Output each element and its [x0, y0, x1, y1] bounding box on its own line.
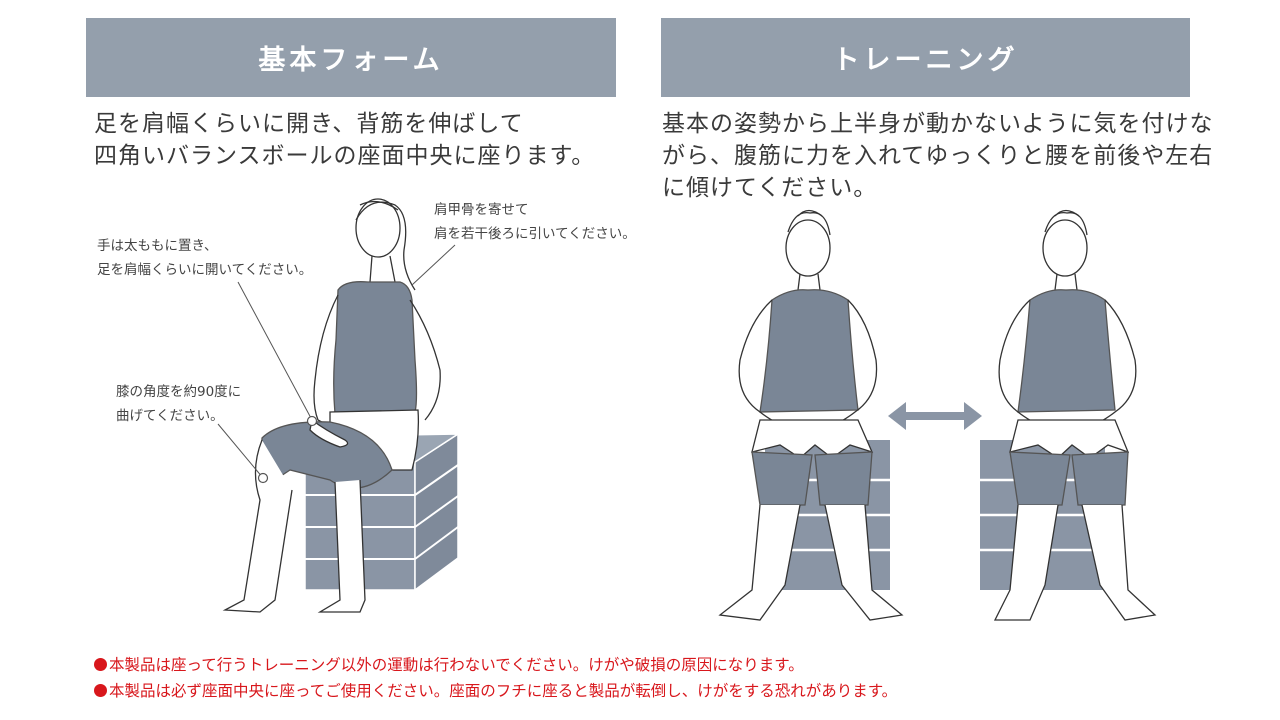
basic-form-title: 基本フォーム — [258, 45, 444, 76]
warning-text: 本製品は座って行うトレーニング以外の運動は行わないでください。けがや破損の原因に… — [109, 656, 804, 674]
annotation-knee: 膝の角度を約90度に 曲げてください。 — [116, 384, 242, 424]
training-title: トレーニング — [832, 45, 1019, 76]
annotation-shoulder: 肩甲骨を寄せて 肩を若干後ろに引いてください。 — [434, 202, 636, 242]
basic-form-description: 足を肩幅くらいに開き、背筋を伸ばして 四角いバランスボールの座面中央に座ります。 — [94, 111, 596, 169]
double-arrow-icon — [888, 402, 982, 430]
warning-text: 本製品は必ず座面中央に座ってご使用ください。座面のフチに座ると製品が転倒し、けが… — [109, 682, 898, 700]
warning-dot-icon — [94, 684, 107, 697]
basic-form-illustration — [217, 198, 461, 613]
training-header: トレーニング — [661, 18, 1190, 97]
warning-dot-icon — [94, 658, 107, 671]
training-description: 基本の姿勢から上半身が動かないように気を付けな がら、腹筋に力を入れてゆっくりと… — [662, 111, 1214, 201]
training-illustration-2 — [980, 209, 1157, 621]
warnings: 本製品は座って行うトレーニング以外の運動は行わないでください。けがや破損の原因に… — [94, 652, 897, 704]
warning-item: 本製品は必ず座面中央に座ってご使用ください。座面のフチに座ると製品が転倒し、けが… — [94, 678, 897, 704]
basic-form-header: 基本フォーム — [86, 18, 616, 97]
training-illustration-1 — [718, 209, 904, 621]
warning-item: 本製品は座って行うトレーニング以外の運動は行わないでください。けがや破損の原因に… — [94, 652, 897, 678]
annotation-hands: 手は太ももに置き、 足を肩幅くらいに開いてください。 — [97, 238, 313, 278]
